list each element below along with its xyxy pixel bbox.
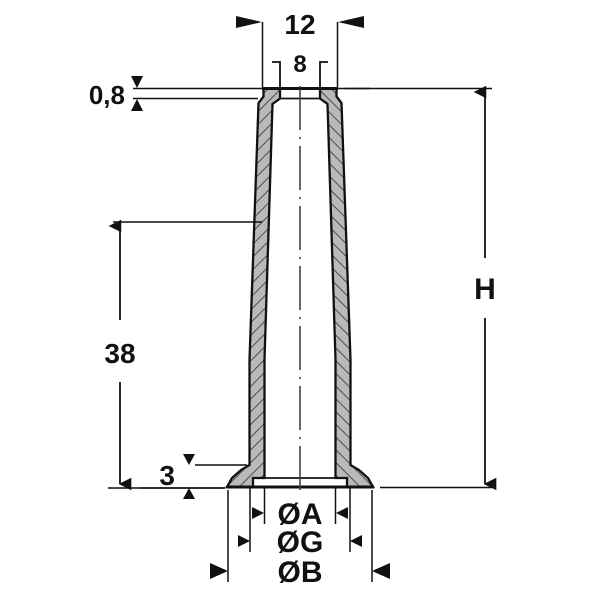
dimension-diameter-g: ØG [238, 488, 362, 559]
dim-label-top-width: 12 [284, 9, 315, 40]
dimension-body-length: 38 [104, 219, 262, 491]
dim-label-diameter-b: ØB [278, 556, 323, 589]
arrowhead-G-right [350, 535, 362, 547]
dimension-flange-thickness: 3 [140, 454, 247, 499]
arrowhead-08-bottom [131, 99, 143, 111]
dim-label-body-length: 38 [104, 338, 135, 369]
left-wall-section [225, 87, 282, 489]
dimension-overall-height: H [345, 85, 497, 491]
dim-label-flange-thickness: 3 [159, 460, 175, 491]
dim-label-diameter-g: ØG [277, 526, 324, 559]
part-geometry [225, 86, 375, 492]
arrowhead-08-top [131, 76, 143, 88]
arrowhead-12-left [236, 16, 262, 28]
leader-8-left [272, 61, 281, 88]
arrowhead-A-left [252, 507, 264, 519]
dim-label-diameter-a: ØA [278, 498, 323, 531]
leader-8-right [319, 61, 328, 88]
arrowhead-3-bottom [183, 488, 195, 499]
arrowhead-B-right [372, 563, 390, 579]
dimension-top-bore: 8 [272, 51, 328, 88]
dimension-diameter-a: ØA [252, 488, 348, 531]
dim-label-wall-thickness: 0,8 [89, 80, 125, 110]
dim-label-top-bore: 8 [293, 51, 306, 78]
arrowhead-B-left [210, 563, 228, 579]
arrowhead-G-left [238, 535, 250, 547]
dimension-wall-thickness: 0,8 [89, 76, 370, 111]
arrowhead-3-top [183, 454, 195, 465]
arrowhead-A-right [336, 507, 348, 519]
dim-label-overall-height: H [474, 273, 496, 306]
right-wall-section [318, 87, 375, 489]
arrowhead-12-right [338, 16, 364, 28]
dimension-top-width: 12 [236, 9, 364, 88]
dimension-diameter-b: ØB [210, 490, 390, 589]
